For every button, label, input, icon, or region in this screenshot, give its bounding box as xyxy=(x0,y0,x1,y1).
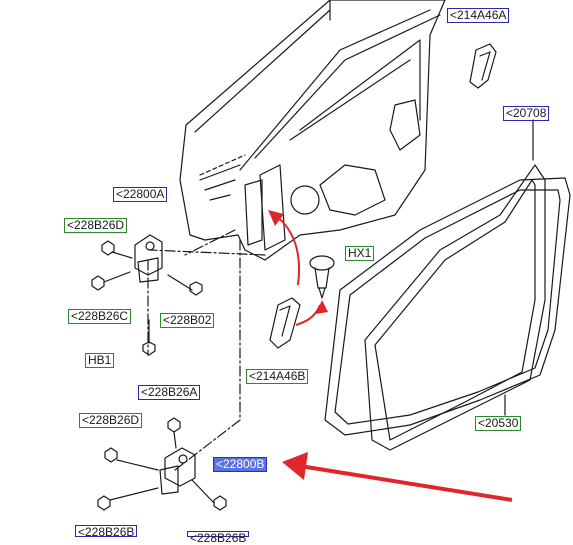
pointer-arrow xyxy=(299,464,513,502)
pad-upper xyxy=(469,43,497,89)
callout-22800a: <22800A xyxy=(113,187,168,202)
plug-part xyxy=(309,255,335,271)
callout-228b26b-cut: <228B26B xyxy=(187,531,250,545)
lower-hinge xyxy=(164,447,196,487)
callout-22800b[interactable]: <22800B xyxy=(213,457,268,472)
callout-228b26c: <228B26C xyxy=(68,309,132,324)
callout-228b26a: <228B26A xyxy=(138,385,201,400)
callout-228b26d-upper: <228B26D xyxy=(64,218,128,233)
callout-214a46b: <214A46B xyxy=(246,369,309,384)
door-weatherstrip xyxy=(364,164,546,451)
body-weatherstrip xyxy=(324,177,571,436)
upper-hinge xyxy=(134,234,163,276)
callout-20708: <20708 xyxy=(503,106,550,121)
callout-214a46a: <214A46A xyxy=(447,8,510,23)
callout-228b02: <228B02 xyxy=(160,313,215,328)
door-panel xyxy=(179,0,446,261)
callout-20530: <20530 xyxy=(475,416,522,431)
callout-228b26d-lower: <228B26D xyxy=(79,413,143,428)
callout-hx1: HX1 xyxy=(345,246,375,261)
pad-lower xyxy=(269,297,301,349)
callout-hb1: HB1 xyxy=(85,353,115,368)
callout-228b26b: <228B26B xyxy=(75,525,138,539)
